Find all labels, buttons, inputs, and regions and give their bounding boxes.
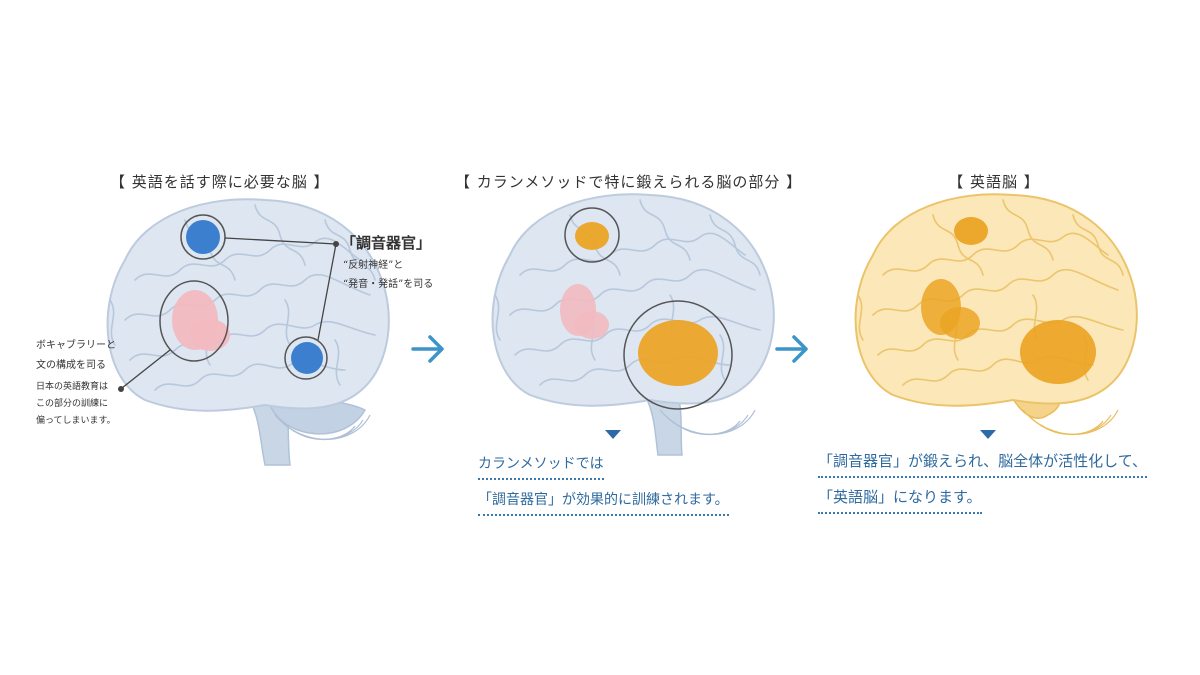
ring-cerebellum-2: [623, 300, 733, 410]
cerebellum-orange-3: [1020, 320, 1096, 384]
ring-cerebellum: [284, 336, 328, 380]
caption-panel3-line1: 「調音器官」が鍛えられ、脳全体が活性化して、: [818, 450, 1147, 478]
ring-top-2: [564, 207, 620, 263]
ring-top: [180, 214, 226, 260]
panel-title-2: 【 カランメソッドで特に鍛えられる脳の部分 】: [455, 173, 803, 191]
articulator-label: 「調音器官」: [341, 234, 432, 252]
panel-title-3: 【 英語脳 】: [948, 173, 1040, 191]
motor-area-blue: [186, 220, 220, 254]
education-note-3: 偏ってしまいます。: [36, 416, 116, 426]
education-note-1: 日本の英語教育は: [36, 382, 109, 392]
right-arrow-icon: [775, 335, 808, 363]
caption-panel2-line1: カランメソッドでは: [478, 453, 604, 480]
education-note-2: この部分の訓練に: [36, 399, 109, 409]
caption-panel2-line2: 「調音器官」が効果的に訓練されます。: [478, 489, 729, 516]
down-triangle-icon: [605, 430, 621, 439]
brain-panel-3: [854, 193, 1138, 436]
vocab-label-1: ボキャブラリーと: [36, 340, 116, 351]
motor-area-orange-3: [954, 217, 988, 245]
vocab-label-2: 文の構成を司る: [36, 360, 106, 371]
cerebellum-orange: [638, 320, 718, 386]
down-triangle-icon: [980, 430, 996, 439]
panel-title-1: 【 英語を話す際に必要な脳 】: [110, 173, 330, 191]
brain-panel-2: [491, 193, 775, 456]
right-arrow-icon: [411, 335, 444, 363]
caption-panel3-line2: 「英語脳」になります。: [818, 486, 982, 514]
ring-speech: [159, 280, 229, 362]
articulator-desc-2: “発音・発話”を司る: [343, 279, 434, 290]
motor-area-orange: [575, 222, 609, 250]
cerebellum-blue: [291, 342, 323, 374]
articulator-desc-1: “反射神経”と: [343, 260, 404, 271]
brain-panel-1: [106, 198, 390, 466]
